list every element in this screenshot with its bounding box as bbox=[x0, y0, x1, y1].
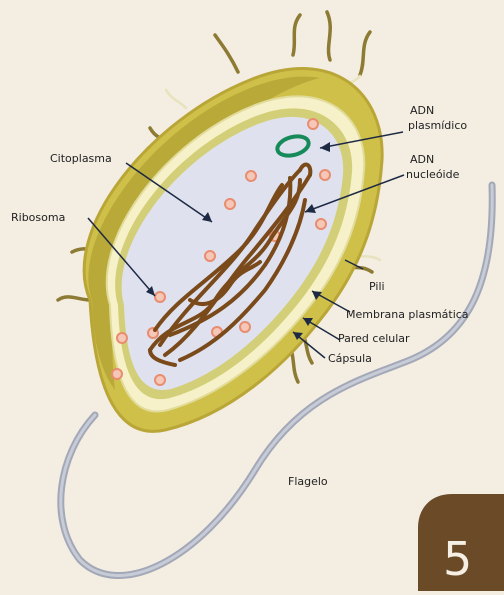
page-number: 5 bbox=[443, 532, 472, 586]
label-adn-plasmidico-2: plasmídico bbox=[408, 119, 467, 132]
label-adn-plasmidico-1: ADN bbox=[410, 104, 434, 117]
label-citoplasma: Citoplasma bbox=[50, 152, 112, 165]
label-pared: Pared celular bbox=[338, 332, 410, 345]
label-capsula: Cápsula bbox=[328, 352, 372, 365]
label-pili: Pili bbox=[369, 280, 385, 293]
label-flagelo: Flagelo bbox=[288, 475, 328, 488]
label-ribosoma: Ribosoma bbox=[11, 211, 65, 224]
label-adn-nucleoide-2: nucleóide bbox=[406, 168, 460, 181]
label-membrana: Membrana plasmática bbox=[346, 308, 469, 321]
label-adn-nucleoide-1: ADN bbox=[410, 153, 434, 166]
